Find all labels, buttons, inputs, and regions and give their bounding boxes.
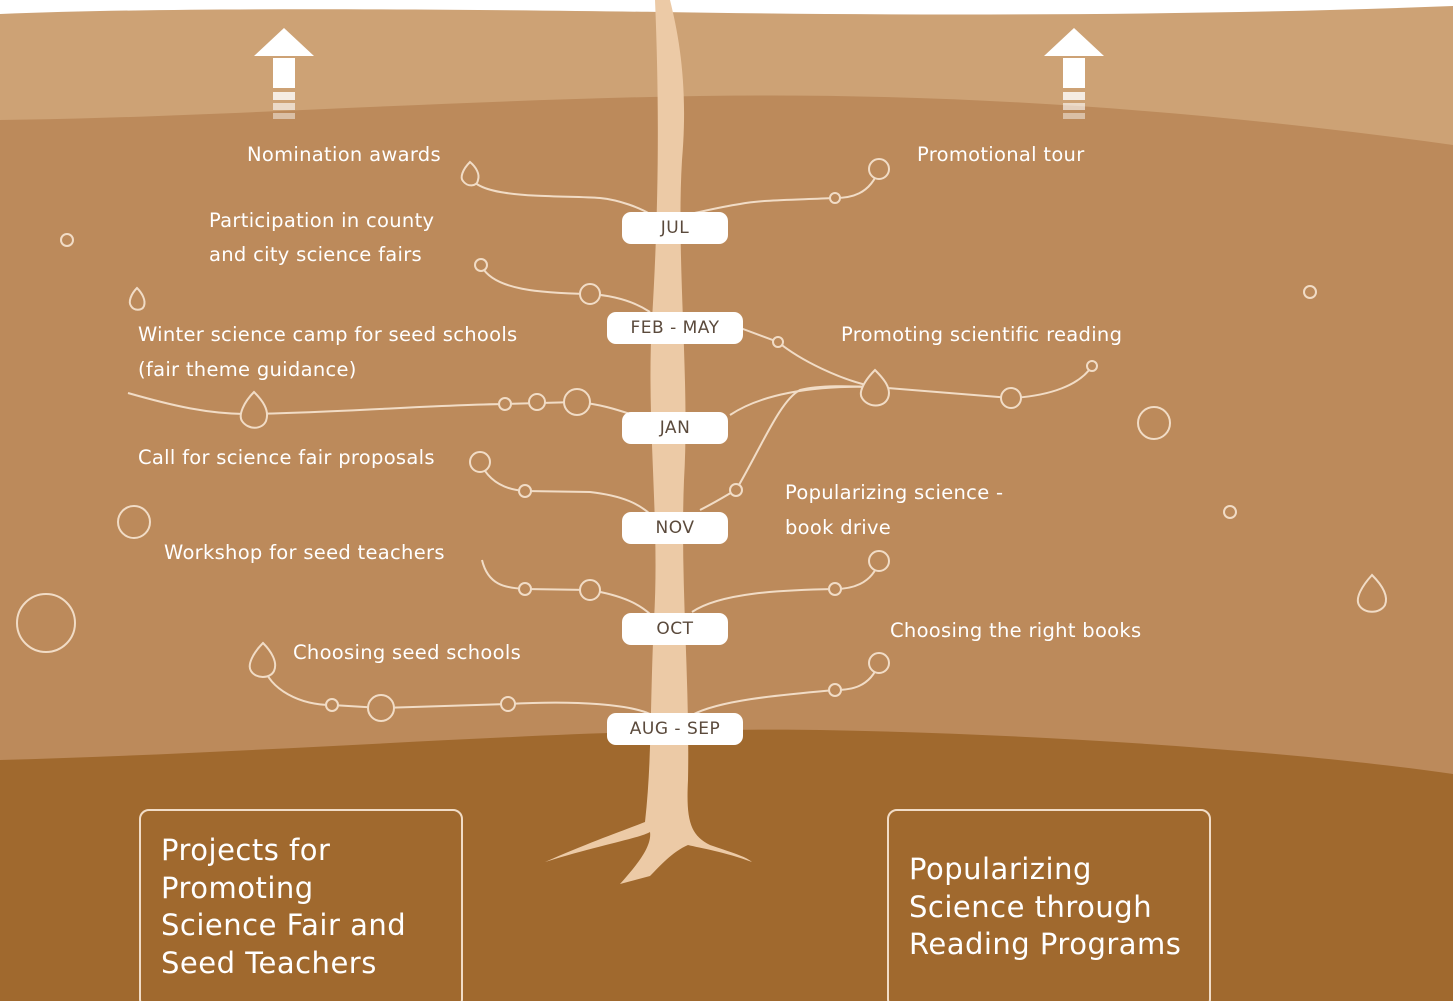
up-arrow-icon — [1044, 28, 1104, 119]
month-feb-may: FEB - MAY — [607, 312, 743, 344]
box-left-line: Seed Teachers — [161, 945, 377, 980]
label-county-fairs-line2: and city science fairs — [209, 243, 422, 266]
up-arrow-icon — [254, 28, 314, 119]
branch-nodes — [239, 158, 1098, 722]
box-reading-programs: Popularizing Science through Reading Pro… — [887, 809, 1211, 1001]
floating-bubbles — [16, 233, 1387, 653]
month-jul: JUL — [622, 212, 728, 244]
month-nov: NOV — [622, 512, 728, 544]
label-choosing-right-books: Choosing the right books — [890, 619, 1142, 642]
box-right-line: Science through — [909, 889, 1153, 924]
box-left-line: Science Fair and — [161, 908, 407, 942]
box-left-line: Projects for — [161, 833, 331, 867]
bubble-icon — [1223, 505, 1237, 519]
label-county-fairs-line1: Participation in county — [209, 209, 435, 232]
month-jan: JAN — [622, 412, 728, 444]
bubble-icon — [1303, 285, 1317, 299]
bubble-icon — [16, 593, 76, 653]
bubble-icon — [117, 505, 151, 539]
box-right-line: Reading Programs — [909, 927, 1182, 961]
box-left-line: Promoting — [161, 870, 314, 905]
month-oct: OCT — [622, 613, 728, 645]
month-aug-sep: AUG - SEP — [607, 713, 743, 745]
box-right-line: Popularizing — [909, 852, 1092, 886]
label-winter-camp-line1: Winter science camp for seed schools — [138, 323, 518, 346]
label-choosing-seed-schools: Choosing seed schools — [293, 641, 522, 664]
soil-band — [0, 729, 1453, 1001]
label-workshop-seed-teachers: Workshop for seed teachers — [164, 541, 445, 564]
label-promotional-tour: Promotional tour — [917, 143, 1085, 166]
label-book-drive-line1: Popularizing science - — [785, 481, 1004, 504]
box-science-fair-projects: Projects for Promoting Science Fair and … — [139, 809, 463, 1001]
droplet-icon — [128, 286, 146, 311]
bubble-icon — [60, 233, 74, 247]
droplet-icon — [1356, 573, 1387, 613]
label-promoting-scientific-reading: Promoting scientific reading — [841, 323, 1123, 346]
label-winter-camp-line2: (fair theme guidance) — [138, 358, 357, 381]
label-call-for-proposals: Call for science fair proposals — [138, 446, 435, 469]
bubble-icon — [1137, 406, 1171, 440]
label-nomination-awards: Nomination awards — [247, 143, 441, 166]
label-book-drive-line2: book drive — [785, 516, 892, 539]
